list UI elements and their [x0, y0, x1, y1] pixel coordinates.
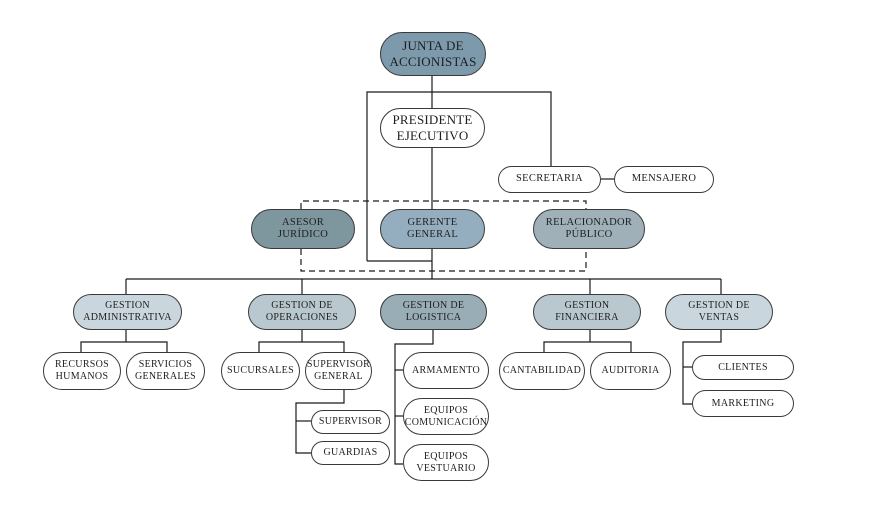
node-supervisor-general[interactable]: SUPERVISOR GENERAL [305, 352, 372, 390]
connector-hub [366, 91, 552, 261]
node-recursos-humanos[interactable]: RECURSOS HUMANOS [43, 352, 121, 390]
node-secretaria[interactable]: SECRETARIA [498, 166, 601, 193]
node-gestion-financiera[interactable]: GESTION FINANCIERA [533, 294, 641, 330]
connector-ventas-children [682, 330, 722, 405]
staff-dashed-box [300, 200, 587, 209]
node-gerente-general[interactable]: GERENTE GENERAL [380, 209, 485, 249]
connector-operaciones-children [258, 341, 345, 352]
connector-administrativa-children [80, 341, 168, 352]
node-junta-accionistas[interactable]: JUNTA DE ACCIONISTAS [380, 32, 486, 76]
node-sucursales[interactable]: SUCURSALES [221, 352, 300, 390]
node-gestion-ventas[interactable]: GESTION DE VENTAS [665, 294, 773, 330]
connector-financiera-children [543, 341, 632, 352]
node-gestion-administrativa[interactable]: GESTION ADMINISTRATIVA [73, 294, 182, 330]
connector-supervisor-general-children [295, 389, 345, 454]
node-marketing[interactable]: MARKETING [692, 390, 794, 417]
node-equipos-vestuario[interactable]: EQUIPOS VESTUARIO [403, 444, 489, 481]
node-supervisor[interactable]: SUPERVISOR [311, 410, 390, 434]
node-gestion-logistica[interactable]: GESTION DE LOGISTICA [380, 294, 487, 330]
node-presidente-ejecutivo[interactable]: PRESIDENTE EJECUTIVO [380, 108, 485, 148]
node-clientes[interactable]: CLIENTES [692, 355, 794, 380]
node-mensajero[interactable]: MENSAJERO [614, 166, 714, 193]
node-equipos-comunicacion[interactable]: EQUIPOS COMUNICACIÓN [403, 398, 489, 435]
node-gestion-operaciones[interactable]: GESTION DE OPERACIONES [248, 294, 356, 330]
node-auditoria[interactable]: AUDITORIA [590, 352, 671, 390]
node-cantabilidad[interactable]: CANTABILIDAD [499, 352, 585, 390]
staff-dashed-box-bottom [300, 249, 587, 272]
node-guardias[interactable]: GUARDIAS [311, 441, 390, 465]
node-relacionador-publico[interactable]: RELACIONADOR PÚBLICO [533, 209, 645, 249]
connector-logistica-children [394, 330, 434, 465]
node-armamento[interactable]: ARMAMENTO [403, 352, 489, 389]
node-asesor-juridico[interactable]: ASESOR JURÍDICO [251, 209, 355, 249]
node-servicios-generales[interactable]: SERVICIOS GENERALES [126, 352, 205, 390]
